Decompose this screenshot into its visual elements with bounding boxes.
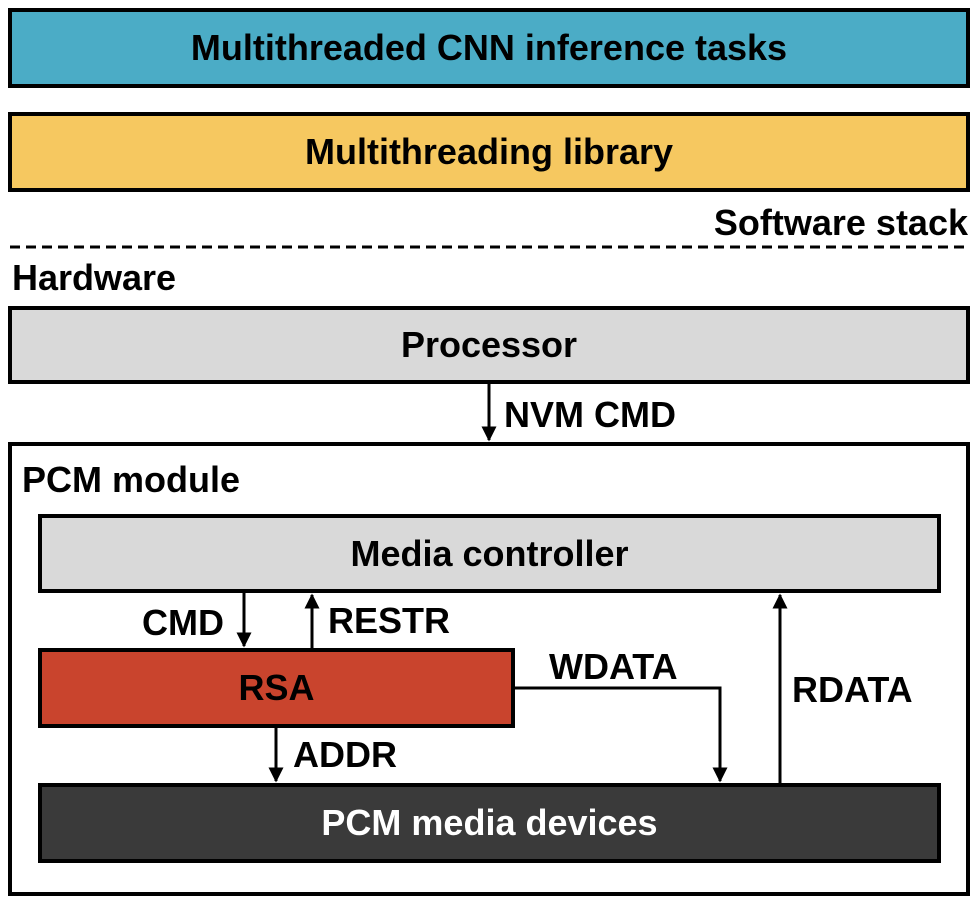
- addr-signal-label: ADDR: [293, 734, 397, 775]
- processor-label: Processor: [400, 324, 578, 365]
- software-stack-label: Software stack: [713, 202, 968, 243]
- multithreading-library-label: Multithreading library: [304, 131, 674, 172]
- rdata-signal-label: RDATA: [792, 669, 913, 710]
- cnn-inference-tasks-label: Multithreaded CNN inference tasks: [190, 27, 788, 68]
- multithreading-library-box: Multithreading library: [8, 112, 970, 192]
- cmd-signal-label: CMD: [142, 602, 224, 643]
- cnn-inference-tasks-box: Multithreaded CNN inference tasks: [8, 8, 970, 88]
- hardware-label: Hardware: [12, 257, 177, 298]
- wdata-signal-label: WDATA: [549, 646, 678, 687]
- pcm-media-devices-label: PCM media devices: [321, 802, 658, 843]
- processor-box: Processor: [8, 306, 970, 384]
- nvm-cmd-label: NVM CMD: [504, 394, 676, 435]
- restr-signal-label: RESTR: [328, 600, 451, 641]
- pcm-module-title: PCM module: [22, 459, 241, 500]
- pcm-media-devices-box: PCM media devices: [38, 783, 941, 863]
- media-controller-label: Media controller: [350, 532, 629, 574]
- media-controller-box: Media controller: [38, 514, 941, 593]
- rsa-box: RSA: [38, 648, 515, 728]
- wdata-arrow: [515, 686, 728, 783]
- rsa-label: RSA: [238, 667, 315, 708]
